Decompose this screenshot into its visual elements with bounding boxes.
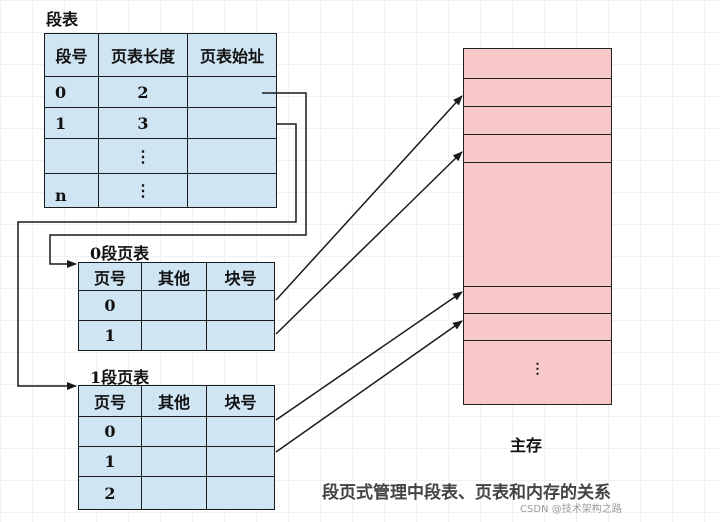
memory-block-divider: [464, 340, 611, 341]
page-0-1-to-memory: [275, 151, 463, 335]
page-table-address-cell: [187, 173, 277, 208]
segment-0-pointer: [49, 92, 307, 268]
table-row: 2: [78, 476, 275, 510]
caption-text: 段页式管理中段表、页表和内存的关系: [322, 483, 611, 503]
segment-number-cell: 1: [44, 107, 99, 139]
segment-table: 段号 页表长度 页表始址 0 2 1 3 ⋮ n ⋮: [44, 33, 277, 208]
page-table-length-cell: 2: [98, 76, 188, 108]
ellipsis-cell: ⋮: [98, 173, 188, 208]
page-table-address-cell: [187, 76, 277, 108]
memory-block-divider: [464, 106, 611, 107]
other-cell: [141, 416, 207, 447]
memory-block-divider: [464, 134, 611, 135]
other-cell: [141, 476, 207, 510]
page-number-cell: 2: [78, 476, 142, 510]
page-table-0-title: 0段页表: [90, 244, 150, 263]
header-page-number: 页号: [78, 262, 142, 291]
table-row: 0 2: [44, 76, 277, 108]
page-table-0: 页号 其他 块号 0 1: [78, 262, 275, 351]
ellipsis-cell: ⋮: [98, 138, 188, 174]
page-1-0-to-memory: [275, 291, 463, 421]
header-block-number: 块号: [206, 385, 275, 417]
segment-1-pointer: [17, 123, 297, 390]
segment-number-cell: n: [44, 173, 99, 208]
page-number-cell: 1: [78, 320, 142, 351]
page-number-cell: 1: [78, 446, 142, 477]
header-other: 其他: [141, 262, 207, 291]
watermark: CSDN @技术架构之路: [520, 504, 622, 515]
table-row: n ⋮: [44, 173, 277, 208]
page-0-0-to-memory: [275, 95, 463, 301]
page-table-length-cell: 3: [98, 107, 188, 139]
memory-block-divider: [464, 78, 611, 79]
page-table-1: 页号 其他 块号 0 1 2: [78, 385, 275, 510]
page-table-1-title: 1段页表: [90, 368, 150, 387]
block-number-cell: [206, 320, 275, 351]
page-1-1-to-memory: [275, 320, 463, 453]
table-row: 1: [78, 320, 275, 351]
other-cell: [141, 290, 207, 321]
figure-caption: 段页式管理中段表、页表和内存的关系: [322, 478, 611, 503]
memory-block-divider: [464, 286, 611, 287]
segment-number-cell: 0: [44, 76, 99, 108]
table-row: 1: [78, 446, 275, 477]
table-row: ⋮: [44, 138, 277, 174]
main-memory: ⋮: [463, 48, 612, 405]
table-row: 1 3: [44, 107, 277, 139]
memory-block-divider: [464, 313, 611, 314]
header-block-number: 块号: [206, 262, 275, 291]
memory-block-divider: [464, 162, 611, 163]
main-memory-label: 主存: [510, 436, 543, 455]
other-cell: [141, 320, 207, 351]
segment-table-title: 段表: [46, 10, 79, 29]
block-number-cell: [206, 476, 275, 510]
block-number-cell: [206, 446, 275, 477]
